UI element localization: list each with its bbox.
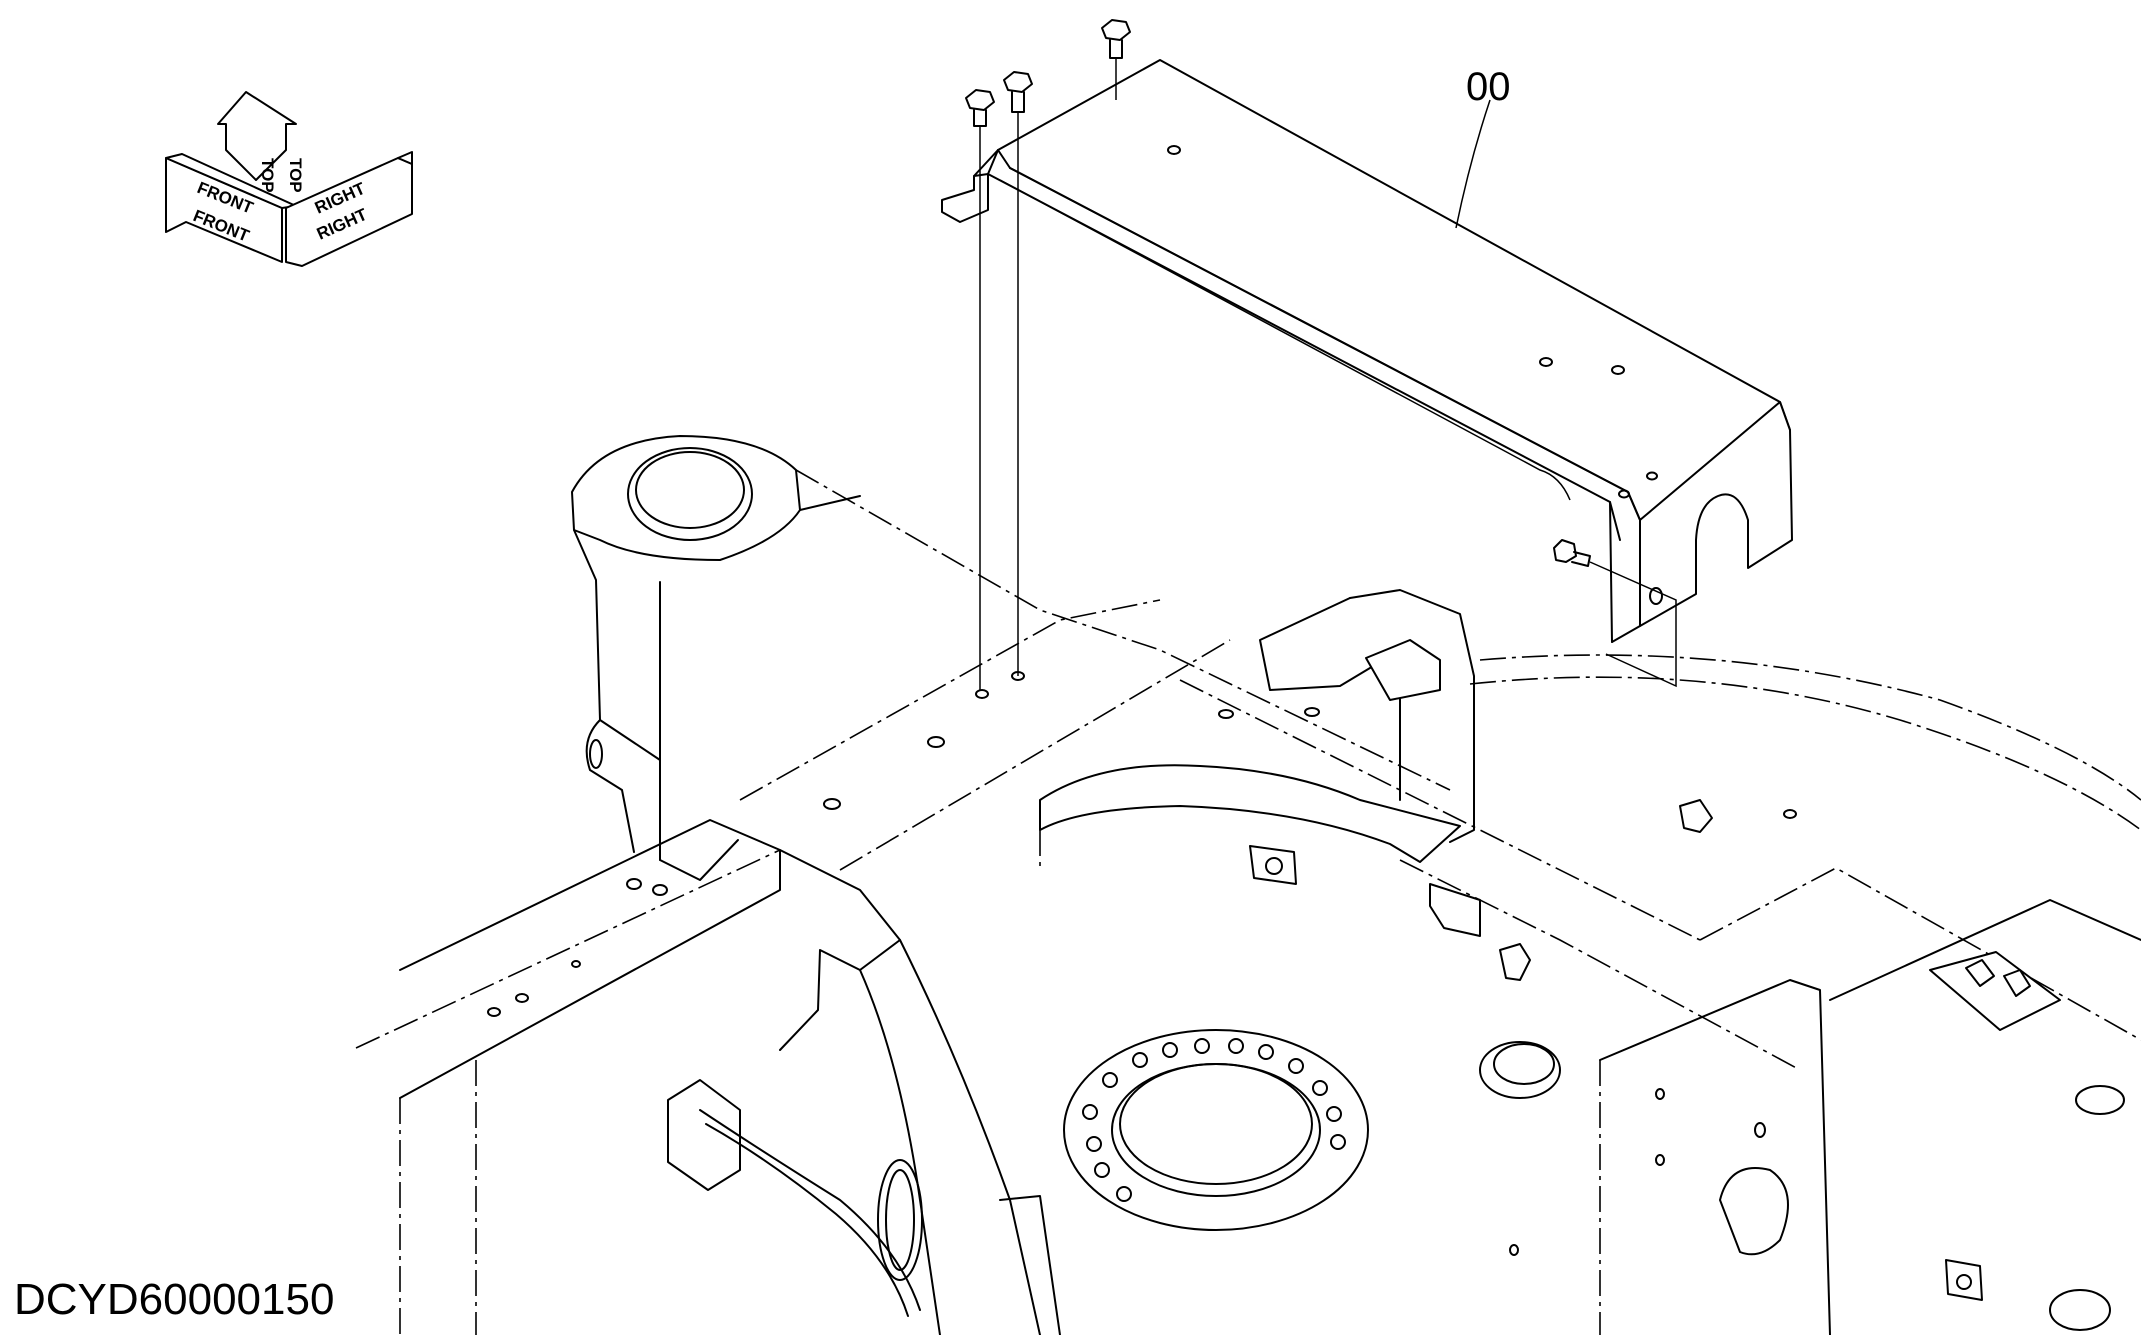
bolt-icon [1553, 539, 1591, 567]
bolt-icon [1499, 943, 1531, 981]
drawing-id: DCYD60000150 [14, 1275, 335, 1324]
upper-frame [355, 589, 2141, 1335]
bolt-icon [2003, 969, 2031, 997]
bolt-icon [1965, 959, 1995, 987]
top-arrow-icon [217, 91, 297, 181]
top-label: TOP [258, 158, 277, 193]
clip-icon [1945, 1259, 1983, 1301]
part-leader-line [1455, 99, 1491, 229]
cover-hole-icon [1649, 587, 1663, 605]
cover-hole-icon [1539, 357, 1553, 367]
bolt-icon [1101, 19, 1131, 59]
cover-hole-icon [1167, 145, 1181, 155]
bolts [965, 19, 1677, 699]
bolt-icon [1003, 71, 1033, 113]
clip-icon [1249, 845, 1297, 885]
boom-bracket [571, 435, 1451, 881]
top-label-mirror: TOP [286, 158, 305, 193]
swing-bearing [1063, 1029, 1369, 1231]
part-number-label: 00 [1466, 65, 1511, 109]
cover-hole-icon [1611, 365, 1625, 375]
clip-icon [1429, 883, 1481, 937]
bolt-icon [965, 89, 995, 127]
cover-part [941, 59, 1793, 643]
orientation-indicator: FRONT FRONT TOP TOP RIGHT RIGHT [165, 91, 413, 267]
nut-icon [1679, 799, 1713, 833]
cover-hole-icon [1618, 489, 1630, 499]
cover-hole-icon [1646, 471, 1658, 481]
